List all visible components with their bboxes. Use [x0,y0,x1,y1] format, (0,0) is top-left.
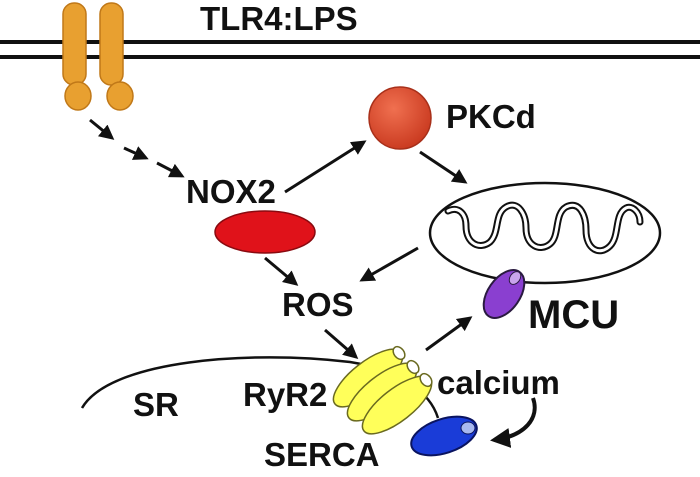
nox2-ellipse [214,210,316,254]
arrow-ryr2-to-mcu [425,316,473,352]
arrow-ros-to-ryr2 [324,328,359,359]
label-sr: SR [133,386,179,423]
pkcd-circle [368,86,432,150]
arrow-nox2-to-pkcd [284,140,367,194]
label-tlr4-lps: TLR4:LPS [200,0,358,37]
arrow-calcium-to-serca [490,397,537,448]
arrow-tlr4-to-nox2 [89,118,185,178]
mitochondrion [428,181,662,285]
label-nox2: NOX2 [186,173,276,210]
mcu-channel [482,269,526,319]
label-calcium: calcium [437,364,560,401]
arrow-mito-to-ros [359,246,419,282]
label-ros: ROS [282,286,354,323]
label-ryr2: RyR2 [243,376,328,413]
serca-pump [410,415,478,457]
ryr2-channel [332,345,433,435]
label-serca: SERCA [264,436,380,473]
arrow-nox2-to-ros [264,256,299,286]
tlr4-receptor [62,2,134,111]
label-mcu: MCU [528,293,620,337]
arrow-pkcd-to-mito [419,150,468,184]
label-pkcd: PKCd [446,98,536,135]
